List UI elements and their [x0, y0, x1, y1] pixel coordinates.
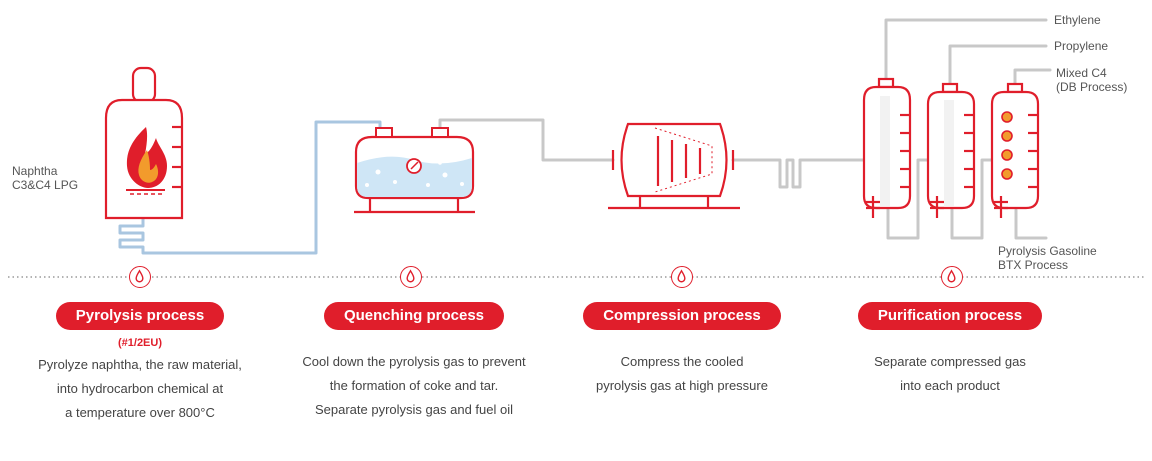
step-title: Quenching process [323, 302, 505, 330]
quench-to-compressor-pipe [438, 118, 615, 162]
flame-icon [126, 127, 167, 195]
step-title: Compression process [583, 302, 781, 330]
step-node-4 [941, 266, 963, 288]
column2-to-column3-pipe [950, 158, 995, 240]
step-node-2 [400, 266, 422, 288]
ethylene-label: Ethylene [1054, 13, 1101, 27]
pygas-line1: Pyrolysis Gasoline [998, 244, 1097, 258]
propylene-pipe [948, 44, 1048, 86]
feed-label: Naphtha C3&C4 LPG [12, 164, 78, 192]
desc-line: Separate compressed gas [874, 354, 1026, 369]
pressure-gauge-icon [406, 158, 422, 174]
step-pyrolysis: Pyrolysis process (#1/2EU) Pyrolyze naph… [0, 302, 280, 425]
desc-line: a temperature over 800°C [65, 405, 215, 420]
mixed-c4-line1: Mixed C4 [1056, 66, 1107, 80]
desc-line: into each product [900, 378, 1000, 393]
desc-line: Separate pyrolysis gas and fuel oil [314, 402, 513, 417]
pygas-pipe [1014, 208, 1048, 240]
ethylene-pipe [884, 18, 1048, 82]
water-drop-icon [677, 269, 686, 283]
column-3 [990, 82, 1040, 218]
column1-to-column2-pipe [886, 158, 932, 240]
feed-label-line1: Naphtha [12, 164, 58, 178]
step-title: Purification process [857, 302, 1043, 330]
desc-line: the formation of coke and tar. [329, 378, 499, 393]
quench-tank [354, 127, 475, 214]
column-1 [862, 77, 912, 218]
mixed-c4-pipe [1013, 68, 1052, 86]
compressor [608, 122, 740, 210]
pygas-label: Pyrolysis Gasoline BTX Process [998, 244, 1097, 272]
propylene-label: Propylene [1054, 39, 1109, 53]
desc-line: into hydrocarbon chemical at [56, 381, 224, 396]
mixed-c4-line2: (DB Process) [1056, 80, 1128, 94]
desc-line: pyrolysis gas at high pressure [596, 378, 768, 393]
step-compression: Compression process Compress the cooled … [542, 302, 822, 398]
pygas-line2: BTX Process [998, 258, 1069, 272]
step-description: Separate compressed gas into each produc… [810, 350, 1090, 398]
step-node-3 [671, 266, 693, 288]
desc-line: Pyrolyze naphtha, the raw material, [38, 357, 242, 372]
compressor-to-column-pipe [731, 158, 865, 189]
step-subtitle: (#1/2EU) [117, 337, 163, 349]
water-drop-icon [406, 269, 415, 283]
water-drop-icon [135, 269, 144, 283]
feed-coil-pipe [118, 120, 382, 255]
step-node-1 [129, 266, 151, 288]
column-2 [926, 82, 976, 218]
step-quenching: Quenching process Cool down the pyrolysi… [274, 302, 554, 422]
feed-label-line2: C3&C4 LPG [12, 178, 79, 192]
mixed-c4-label: Mixed C4 (DB Process) [1056, 66, 1127, 94]
desc-line: Cool down the pyrolysis gas to prevent [302, 354, 526, 369]
step-description: Compress the cooled pyrolysis gas at hig… [542, 350, 822, 398]
step-purification: Purification process Separate compressed… [810, 302, 1090, 398]
step-description: Cool down the pyrolysis gas to prevent t… [274, 350, 554, 422]
step-description: Pyrolyze naphtha, the raw material, into… [0, 353, 280, 425]
water-drop-icon [947, 269, 956, 283]
step-title: Pyrolysis process [55, 302, 225, 330]
desc-line: Compress the cooled [620, 354, 744, 369]
